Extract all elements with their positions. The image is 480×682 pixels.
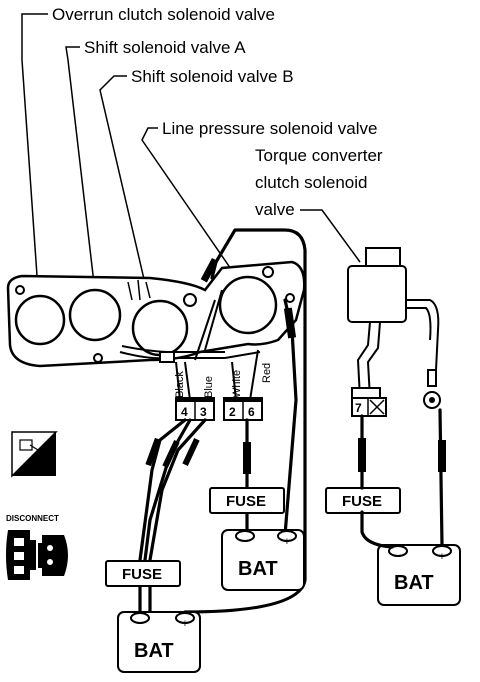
torque-label-line2: clutch solenoid — [255, 173, 367, 192]
battery-left-neg-mark: − — [137, 618, 143, 630]
wire-label-red: Red — [261, 363, 273, 383]
ts-badge-label: T.S. — [30, 462, 49, 474]
valve-harness — [119, 289, 261, 401]
wire-label-black: Black — [174, 371, 186, 398]
fuse-right-label: FUSE — [342, 493, 382, 510]
battery-middle-label: BAT — [238, 558, 278, 580]
battery-left: BAT — [117, 611, 201, 673]
callout-shift-a: Shift solenoid valve A — [65, 38, 246, 293]
terminal-3: 3 — [200, 405, 207, 419]
shift-b-label: Shift solenoid valve B — [131, 67, 294, 86]
callout-shift-b: Shift solenoid valve B — [99, 67, 294, 306]
test-leads-right — [358, 408, 446, 549]
terminal-6: 6 — [248, 405, 255, 419]
fuse-middle-label: FUSE — [226, 493, 266, 510]
callout-torque-converter: Torque converter clutch solenoid valve — [255, 146, 383, 263]
terminal-7: 7 — [355, 401, 362, 415]
torque-label-line1: Torque converter — [255, 146, 383, 165]
shift-a-solenoid — [68, 288, 122, 342]
battery-right: BAT — [377, 544, 461, 606]
torque-ground-terminal — [423, 369, 441, 409]
battery-middle-neg-mark: − — [242, 536, 248, 548]
line-pressure-solenoid — [218, 275, 278, 335]
wire-label-white: White — [231, 370, 243, 398]
callout-line-pressure: Line pressure solenoid valve — [141, 119, 377, 286]
battery-middle-pos-mark: + — [284, 536, 290, 548]
line-pressure-label: Line pressure solenoid valve — [162, 119, 377, 138]
connector-right: 2 6 — [223, 397, 263, 421]
connector-left: 4 3 — [175, 397, 215, 421]
terminal-2: 2 — [229, 405, 236, 419]
valve-body — [6, 260, 306, 368]
wire-label-blue: Blue — [203, 376, 215, 398]
disconnect-label: DISCONNECT — [6, 514, 59, 523]
ts-badge: T.S. — [11, 431, 58, 478]
tester-icon — [19, 439, 33, 451]
overrun-label: Overrun clutch solenoid valve — [52, 5, 275, 24]
disconnect-connector-icon — [6, 530, 68, 580]
disconnect-badge: DISCONNECT — [6, 514, 68, 580]
fuse-left-label: FUSE — [122, 566, 162, 583]
fuse-middle: FUSE — [209, 487, 285, 514]
terminal-4: 4 — [181, 405, 188, 419]
battery-left-label: BAT — [134, 640, 174, 662]
fuse-right: FUSE — [325, 487, 401, 514]
torque-converter-solenoid — [347, 247, 440, 399]
test-leads-middle — [243, 298, 298, 537]
callout-overrun: Overrun clutch solenoid valve — [21, 5, 275, 291]
torque-label-line3: valve — [255, 200, 295, 219]
overrun-solenoid — [14, 294, 66, 346]
shift-a-label: Shift solenoid valve A — [84, 38, 246, 57]
battery-middle: BAT — [221, 529, 305, 591]
battery-right-pos-mark: + — [439, 551, 445, 563]
test-leads-left — [138, 228, 307, 614]
battery-right-label: BAT — [394, 572, 434, 594]
fuse-left: FUSE — [105, 560, 181, 587]
battery-left-pos-mark: + — [182, 618, 188, 630]
shift-b-solenoid — [131, 299, 189, 357]
connector-terminal-7: 7 — [351, 397, 387, 417]
battery-right-neg-mark: − — [395, 551, 401, 563]
